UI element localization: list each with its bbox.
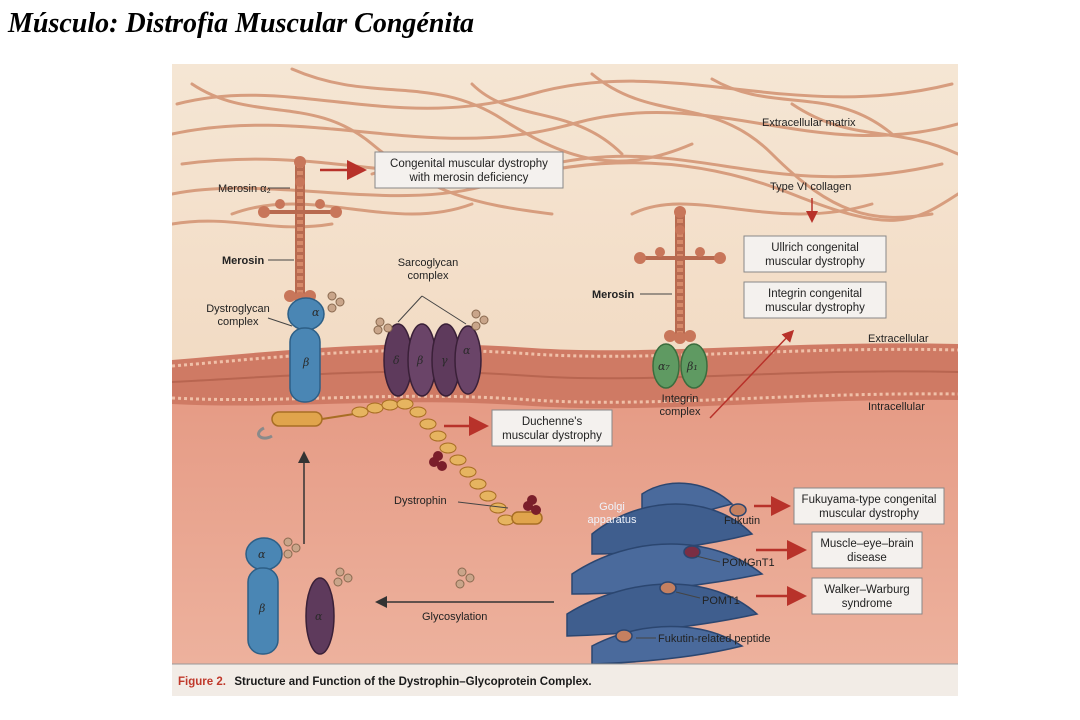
label-dystroglycan-2: complex (218, 316, 259, 328)
gamma-sg-label: γ (441, 354, 448, 367)
label-merosin-right: Merosin (592, 289, 634, 301)
box-duchenne-line1: Duchenne's (522, 416, 583, 428)
glycan-trees (283, 291, 489, 589)
diagram-labels: Extracellular matrix Merosin α₂ Type VI … (206, 117, 929, 645)
process-arrows (298, 198, 818, 608)
box-cmd-merosin (374, 151, 564, 189)
box-ww (811, 577, 923, 615)
label-type-vi-collagen: Type VI collagen (770, 181, 851, 193)
beta-sg-label: β (416, 354, 423, 367)
free-sarcoglycan: α (305, 577, 335, 655)
label-fukutin-related: Fukutin-related peptide (658, 633, 771, 645)
box-meb-line2: disease (847, 552, 887, 564)
figure: α β δ β γ α α₇ β₁ (172, 64, 958, 696)
box-duchenne-line2: muscular dystrophy (502, 430, 602, 442)
matrix-fibers (172, 67, 958, 229)
alpha-dg-label: α (312, 306, 320, 319)
beta-dg-label: β (302, 356, 309, 369)
cell-membrane (172, 343, 958, 409)
dystrophin-chain (257, 398, 543, 526)
disease-boxes: Congenital muscular dystrophy with meros… (374, 151, 945, 615)
caption-bar (172, 664, 958, 696)
label-merosin-left: Merosin (222, 255, 264, 267)
box-duchenne (491, 409, 613, 447)
box-meb-line1: Muscle–eye–brain (820, 538, 913, 550)
alpha-sg-label: α (463, 344, 471, 357)
box-cmd-merosin-line1: Congenital muscular dystrophy (390, 158, 548, 170)
label-pomgnt1: POMGnT1 (722, 557, 775, 569)
alpha-free-sg-label: α (315, 610, 323, 623)
box-ww-line2: syndrome (842, 598, 893, 610)
box-ullrich-line2: muscular dystrophy (765, 256, 865, 268)
dgc-diagram: α β δ β γ α α₇ β₁ (172, 64, 958, 696)
box-ullrich (743, 235, 887, 273)
label-golgi-1: Golgi (599, 501, 625, 513)
label-intracellular: Intracellular (868, 401, 925, 413)
merosin-left (258, 156, 342, 304)
figure-caption: Figure 2. Structure and Function of the … (178, 672, 592, 689)
label-merosin-alpha2: Merosin α₂ (218, 183, 271, 195)
slide-title: Músculo: Distrofia Muscular Congénita (8, 8, 474, 39)
alpha-free-label: α (258, 548, 266, 561)
integrin-complex: α₇ β₁ (652, 343, 708, 389)
box-integrin-cmd-line1: Integrin congenital (768, 288, 862, 300)
beta1-label: β₁ (686, 360, 698, 373)
box-ww-line1: Walker–Warburg (824, 584, 909, 596)
disease-arrows (320, 160, 807, 606)
label-glycosylation: Glycosylation (422, 611, 487, 623)
label-integrin-2: complex (660, 406, 701, 418)
box-fukuyama (793, 487, 945, 525)
label-integrin-1: Integrin (662, 393, 699, 405)
box-ullrich-line1: Ullrich congenital (771, 242, 859, 254)
alpha7-label: α₇ (658, 360, 670, 373)
box-meb (811, 531, 923, 569)
merosin-right (634, 206, 726, 344)
label-fukutin: Fukutin (724, 515, 760, 527)
label-sarcoglycan-1: Sarcoglycan (398, 257, 459, 269)
delta-sg-label: δ (393, 354, 400, 367)
label-sarcoglycan-2: complex (408, 270, 449, 282)
box-integrin-cmd-line2: muscular dystrophy (765, 302, 865, 314)
label-extracellular: Extracellular (868, 333, 929, 345)
label-dystroglycan-1: Dystroglycan (206, 303, 270, 315)
box-fukuyama-line1: Fukuyama-type congenital (802, 494, 937, 506)
caption-text: Structure and Function of the Dystrophin… (234, 676, 591, 688)
box-fukuyama-line2: muscular dystrophy (819, 508, 919, 520)
leader-lines (267, 187, 721, 639)
caption-label: Figure 2. (178, 676, 226, 688)
label-pomt1: POMT1 (702, 595, 740, 607)
sarcoglycan-complex: δ β γ α (383, 323, 482, 397)
golgi-apparatus (566, 482, 764, 665)
box-cmd-merosin-line2: with merosin deficiency (409, 172, 529, 184)
box-integrin-cmd (743, 281, 887, 319)
label-extracellular-matrix: Extracellular matrix (762, 117, 856, 129)
label-golgi-2: apparatus (588, 514, 637, 526)
label-dystrophin: Dystrophin (394, 495, 447, 507)
beta-free-label: β (258, 602, 265, 615)
free-dystroglycan: α β (245, 537, 283, 655)
dystroglycan-complex: α β (287, 297, 325, 403)
